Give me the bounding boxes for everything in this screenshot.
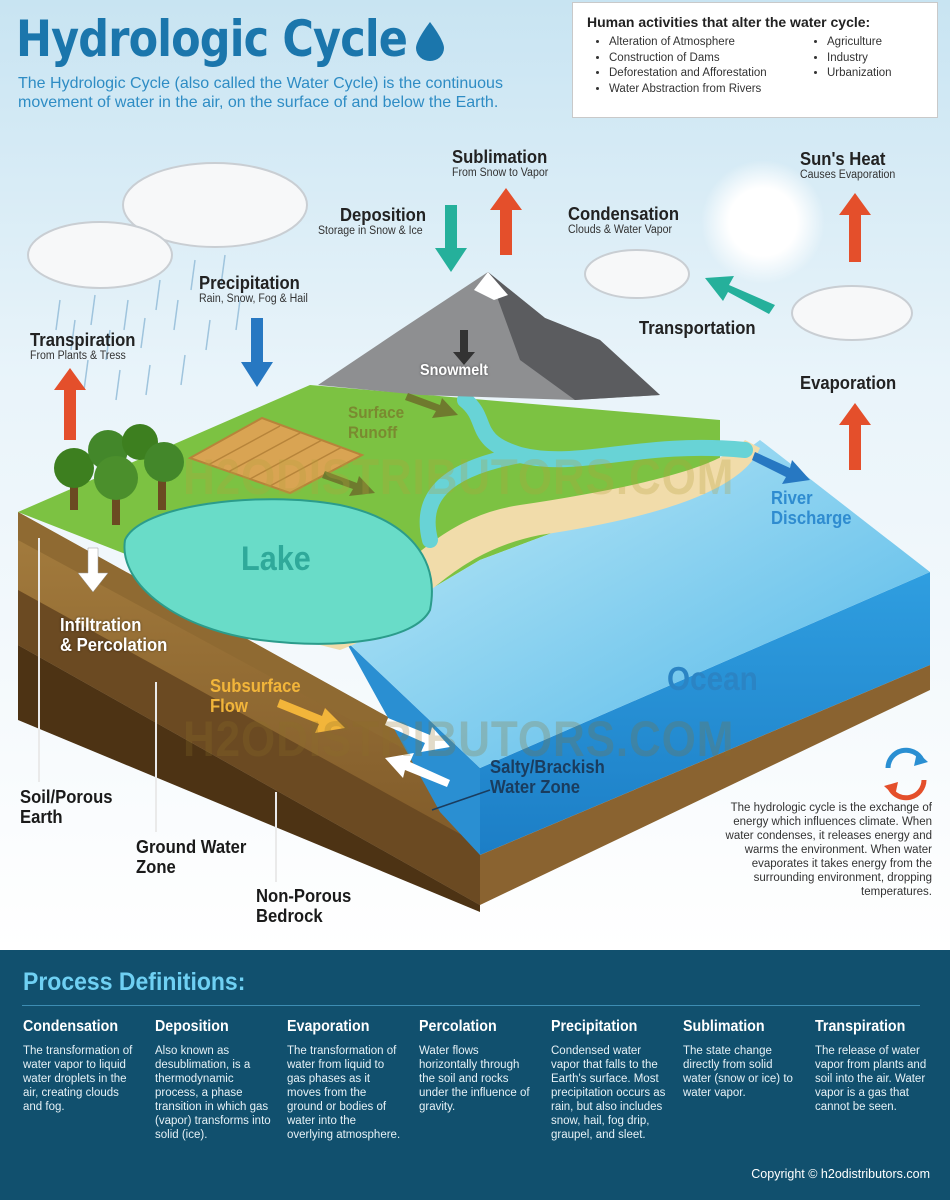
soil-lower-layer xyxy=(18,590,480,905)
ocean-face xyxy=(480,572,930,855)
divider xyxy=(22,1005,920,1006)
label-lake: Lake xyxy=(241,540,311,578)
human-activity-item: Construction of Dams xyxy=(609,51,791,67)
page-title: Hydrologic Cycle xyxy=(16,10,408,68)
label-ground-water-zone: Ground Water Zone xyxy=(136,836,247,877)
label-subsurface-flow: Subsurface Flow xyxy=(210,675,301,716)
label-snowmelt: Snowmelt xyxy=(420,362,489,379)
cycle-icon xyxy=(884,747,928,801)
process-definitions-title: Process Definitions: xyxy=(23,968,246,996)
human-activities-title: Human activities that alter the water cy… xyxy=(587,14,871,30)
label-non-porous-bedrock: Non-Porous Bedrock xyxy=(256,885,352,926)
label-evaporation: Evaporation xyxy=(800,372,897,393)
copyright: Copyright © h2odistributors.com xyxy=(751,1167,930,1181)
farmland xyxy=(187,416,365,495)
infiltration-arrow xyxy=(77,547,109,593)
definition-transpiration: Transpiration The release of water vapor… xyxy=(815,1018,927,1113)
definition-condensation: Condensation The transformation of water… xyxy=(23,1018,133,1113)
label-condensation: Condensation Clouds & Water Vapor xyxy=(568,203,680,237)
definition-precipitation: Precipitation Condensed water vapor that… xyxy=(551,1018,666,1141)
precipitation-arrow xyxy=(241,318,273,387)
leader-lines xyxy=(38,538,277,882)
topsoil-layer xyxy=(18,512,480,790)
human-activities-list-2: AgricultureIndustryUrbanization xyxy=(805,35,892,97)
lake xyxy=(123,498,433,645)
label-surface-runoff: Surface Runoff xyxy=(348,403,405,442)
seafloor-face xyxy=(480,665,930,905)
snowcap xyxy=(474,272,508,300)
energy-note: The hydrologic cycle is the exchange of … xyxy=(725,802,932,898)
human-activity-item: Deforestation and Afforestation xyxy=(609,66,791,82)
snowmelt-arrow xyxy=(453,330,475,365)
definition-evaporation: Evaporation The transformation of water … xyxy=(287,1018,401,1141)
water-drop-icon xyxy=(416,22,444,61)
label-transportation: Transportation xyxy=(639,317,756,338)
label-transpiration: Transpiration From Plants & Tress xyxy=(30,329,136,363)
sun xyxy=(701,160,825,284)
label-deposition: Deposition Storage in Snow & Ice xyxy=(318,204,427,238)
farmland-rows xyxy=(207,425,343,487)
subsurface-flow-arrow xyxy=(277,699,345,733)
definition-sublimation: Sublimation The state change directly fr… xyxy=(683,1018,793,1099)
human-activity-item: Water Abstraction from Rivers xyxy=(609,82,791,98)
human-activity-item: Alteration of Atmosphere xyxy=(609,35,791,51)
human-activities-box: Human activities that alter the water cy… xyxy=(572,2,938,118)
definition-deposition: Deposition Also known as desublimation, … xyxy=(155,1018,271,1141)
watermark-top: H2ODISTRIBUTORS.COM xyxy=(183,449,735,505)
exchange-arrow-right xyxy=(385,718,450,752)
label-precipitation: Precipitation Rain, Snow, Fog & Hail xyxy=(199,272,308,306)
salty-zone-pointer xyxy=(431,789,491,811)
cloud-evaporation xyxy=(791,285,913,341)
exchange-arrow-left xyxy=(385,753,450,787)
cloud-condensation xyxy=(584,249,690,299)
runoff-arrow-2 xyxy=(322,471,375,496)
ocean-surface xyxy=(345,440,930,768)
human-activity-item: Agriculture xyxy=(827,35,892,51)
saltwater-wedge xyxy=(345,640,480,855)
evaporation-arrows xyxy=(54,188,871,470)
human-activity-item: Industry xyxy=(827,51,892,67)
mountain-shadow xyxy=(488,272,660,400)
cloud-left xyxy=(27,162,308,289)
human-activity-item: Urbanization xyxy=(827,66,892,82)
river-discharge-arrow xyxy=(752,452,810,484)
runoff-arrow-1 xyxy=(405,393,458,418)
label-soil-porous-earth: Soil/Porous Earth xyxy=(20,786,113,827)
process-definitions-panel: Process Definitions: Condensation The tr… xyxy=(0,950,950,1200)
label-river-discharge: River Discharge xyxy=(771,487,852,528)
river xyxy=(419,392,753,548)
transportation-arrow xyxy=(705,276,775,314)
definition-percolation: Percolation Water flows horizontally thr… xyxy=(419,1018,530,1113)
watermark-bottom: H2ODISTRIBUTORS.COM xyxy=(183,711,735,767)
label-sublimation: Sublimation From Snow to Vapor xyxy=(452,146,549,180)
trees xyxy=(54,424,184,525)
human-activities-list-1: Alteration of AtmosphereConstruction of … xyxy=(587,35,791,97)
rain xyxy=(55,254,241,401)
bedrock-face xyxy=(18,645,480,912)
label-infiltration: Infiltration & Percolation xyxy=(60,614,168,655)
deposition-arrow xyxy=(435,205,467,272)
label-suns-heat: Sun's Heat Causes Evaporation xyxy=(800,148,896,182)
page-subtitle: The Hydrologic Cycle (also called the Wa… xyxy=(18,75,503,111)
hydrologic-cycle-illustration xyxy=(18,160,930,912)
label-ocean: Ocean xyxy=(667,660,758,697)
label-salty-brackish: Salty/Brackish Water Zone xyxy=(490,756,605,797)
